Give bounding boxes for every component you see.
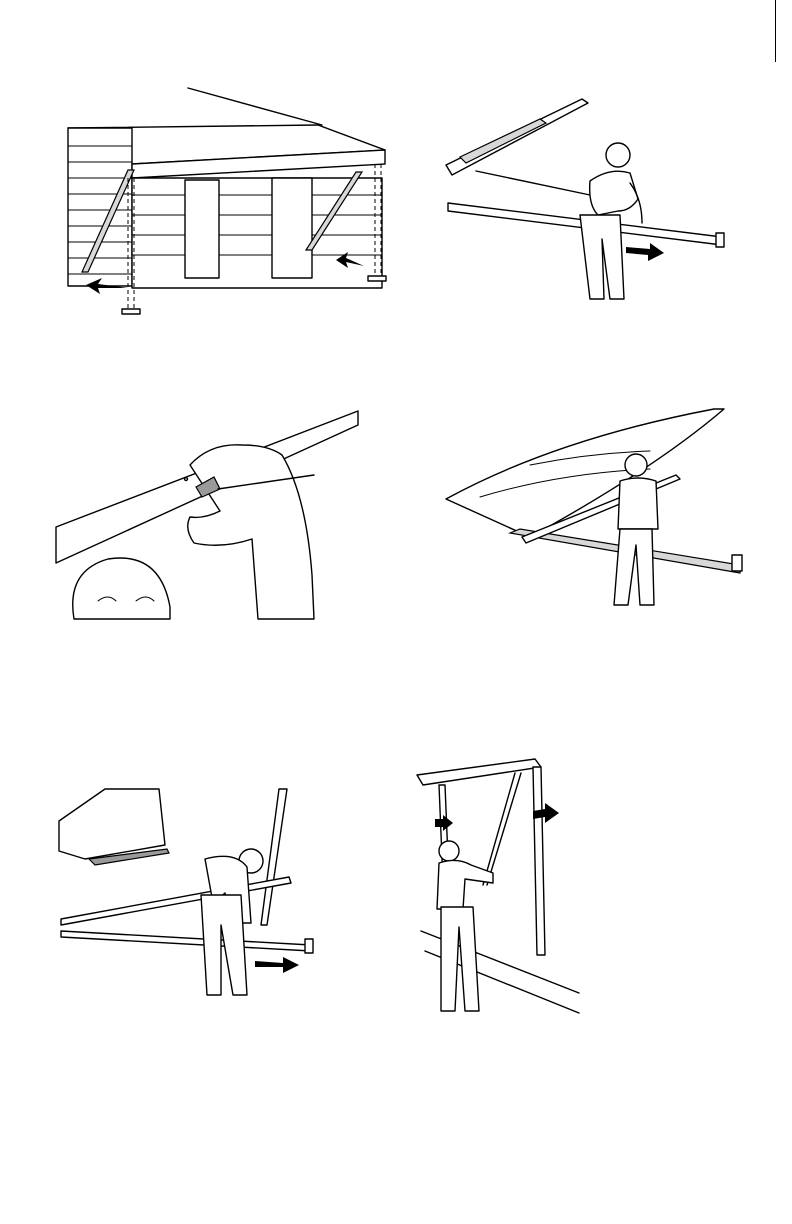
person-bending-arm-illustration (55, 785, 325, 1005)
person-pull-strap-illustration (415, 755, 585, 1017)
awning-install-illustration (50, 80, 400, 325)
person-lifting-awning-illustration (440, 405, 760, 630)
hand-grip-closeup-illustration (50, 405, 370, 620)
person-pulling-arm-illustration (440, 95, 740, 310)
page-edge-rule (775, 0, 776, 62)
